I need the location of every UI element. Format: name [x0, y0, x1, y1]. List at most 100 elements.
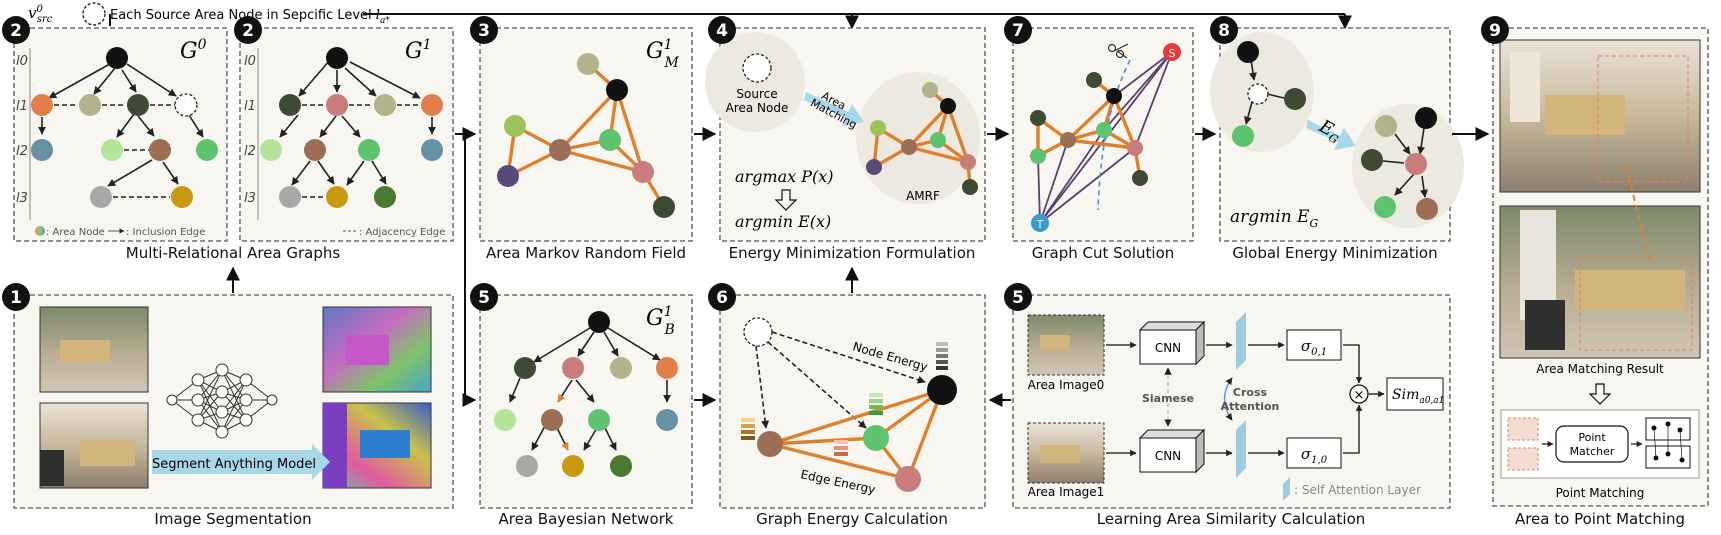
area-image0-label: Area Image0	[1028, 378, 1105, 392]
self-attn-legend: : Self Attention Layer	[1294, 483, 1421, 497]
match-box-top	[1597, 55, 1689, 183]
caption-graph-cut: Graph Cut Solution	[1032, 244, 1175, 262]
panel-graph-cut: S T 7 Graph Cut Solution	[1004, 16, 1194, 262]
sim-label: Sima0,a1	[1392, 387, 1444, 406]
badge: 5	[470, 283, 498, 311]
amrf-mini-nodes	[866, 82, 978, 195]
table-shape-2	[1575, 270, 1685, 310]
sigma01-box	[1286, 329, 1342, 361]
graph-label: G0	[180, 37, 207, 64]
result-label: Area Matching Result	[1536, 362, 1664, 376]
panel-graph-g0: G0 l0 l1 l2 l3	[2, 16, 228, 242]
left-subgraph	[1232, 41, 1306, 147]
svg-text:l2: l2	[16, 144, 28, 159]
svg-text:S: S	[1169, 47, 1176, 60]
seg-region-a	[345, 335, 389, 365]
svg-text:3: 3	[478, 21, 490, 41]
photo-table-2	[80, 440, 135, 466]
svg-text:2: 2	[10, 21, 22, 41]
legend-area-node: : Area Node	[46, 227, 105, 238]
sink-terminal	[1031, 214, 1049, 232]
badge: 2	[234, 16, 262, 44]
seg-region-b	[360, 430, 410, 458]
svg-text:5: 5	[478, 288, 490, 308]
down-arrow	[1588, 383, 1612, 405]
bn-edges	[509, 327, 671, 451]
svg-text:7: 7	[1012, 21, 1024, 41]
eg-arrow	[1306, 120, 1356, 150]
node-green	[863, 425, 889, 451]
g1-nodes	[260, 47, 443, 208]
crop-table-1	[1040, 445, 1080, 463]
sim-box	[1386, 377, 1444, 411]
amrf-label: AMRF	[906, 189, 940, 203]
sam-label: Segment Anything Model	[152, 457, 316, 472]
self-attn-legend-icon	[1283, 477, 1290, 501]
point-matching-label: Point Matching	[1556, 486, 1645, 500]
scissors-icon	[1107, 43, 1129, 59]
sam-arrow	[152, 444, 330, 480]
graph-cut-nodes	[1030, 72, 1148, 186]
level-labels: l0 l1 l2 l3	[16, 54, 28, 206]
area-tile-2	[1507, 447, 1539, 471]
svg-text:l2: l2	[244, 144, 256, 159]
table-shape	[1545, 95, 1625, 135]
panel-energy-formulation: Source Area Node Area Matching	[705, 16, 986, 262]
g1-edges	[279, 59, 436, 198]
area-image1-label: Area Image1	[1028, 485, 1105, 499]
cross-label-1: Cross	[1233, 386, 1268, 399]
panel-image-segmentation: Segment Anything Model 1 Image Segmentat…	[2, 283, 454, 528]
cross-attention-arc	[1223, 377, 1233, 421]
node-pink	[895, 466, 921, 492]
g0-nodes	[31, 47, 218, 208]
panel-graph-g1: G1 l0 l1 l2 l3	[234, 16, 454, 242]
argmin-formula: argmin E(x)	[735, 212, 831, 231]
legend-area-node-icon	[35, 226, 45, 236]
panel-area-to-point: Area Matching Result Point Matcher Point…	[1481, 16, 1709, 528]
legend-text: Each Source Area Node in Sepcific Level …	[110, 8, 390, 26]
svg-text:5: 5	[1012, 288, 1024, 308]
caption-bayesian-network: Area Bayesian Network	[499, 510, 674, 528]
keypoint-icon	[1645, 417, 1691, 469]
cnn-bottom: CNN	[1138, 428, 1206, 474]
cross-label-2: Attention	[1221, 400, 1280, 413]
svg-text:6: 6	[716, 288, 728, 308]
node-black	[927, 375, 957, 405]
g0-edges	[38, 59, 204, 198]
svg-text:2: 2	[242, 21, 254, 41]
chair-shape	[1525, 300, 1565, 350]
source-bubble	[705, 32, 805, 132]
badge: 1	[2, 283, 30, 311]
siamese-label: Siamese	[1142, 392, 1194, 405]
crop-table-0	[1040, 335, 1070, 351]
multiply-symbol: ×	[1354, 388, 1365, 403]
curtain-shape	[1510, 52, 1540, 122]
svg-text:l1: l1	[16, 99, 28, 114]
badge: 5	[1004, 283, 1032, 311]
badge: 9	[1481, 16, 1509, 44]
sigma01-label: σ0,1	[1301, 337, 1327, 358]
legend-inclusion-edge: : Inclusion Edge	[126, 227, 205, 238]
caption-amrf: Area Markov Random Field	[486, 244, 686, 262]
multiply-node	[1349, 384, 1369, 404]
caption-image-segmentation: Image Segmentation	[154, 510, 311, 528]
arrow-sigma-mult-bottom	[1343, 404, 1363, 454]
caption-graph-energy: Graph Energy Calculation	[756, 510, 948, 528]
level-labels: l0 l1 l2 l3	[244, 54, 256, 206]
svg-text:l0: l0	[244, 54, 256, 69]
argmin-eg: argmin EG	[1230, 207, 1318, 230]
attn-layer-bottom	[1236, 420, 1246, 478]
svg-text:T: T	[1036, 218, 1044, 231]
badge: 8	[1210, 16, 1238, 44]
matcher-label-1: Point	[1578, 431, 1606, 444]
matcher-label-2: Matcher	[1570, 445, 1615, 458]
match-line	[1625, 165, 1651, 263]
point-matcher-box	[1555, 425, 1629, 463]
energy-bars	[741, 342, 948, 456]
